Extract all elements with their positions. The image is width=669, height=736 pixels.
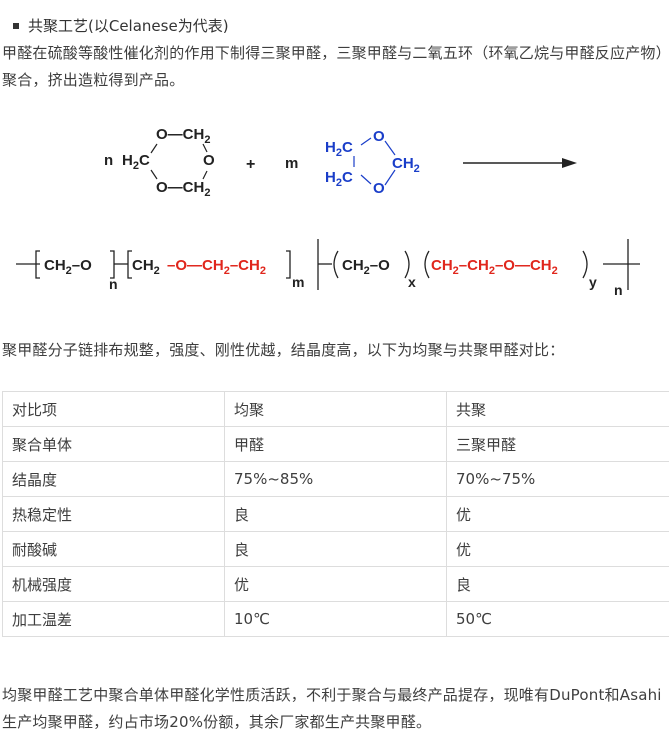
table-header-cell: 均聚 (225, 392, 447, 427)
dioxolane-bonds (354, 138, 395, 185)
table-cell: 热稳定性 (3, 497, 225, 532)
reaction-formula-figure: n O—CH2 H2C O O—CH2 + m O H2C CH2 H2C (0, 105, 669, 305)
product-group-1: CH2–O (44, 257, 92, 277)
dioxolane-top-group: H2C (325, 139, 353, 159)
product-subscript-n: n (109, 276, 118, 292)
trioxane-coefficient: n (104, 152, 113, 169)
table-cell: 机械强度 (3, 567, 225, 602)
product-subscript-y: y (589, 274, 597, 290)
table-cell: 良 (225, 497, 447, 532)
table-row: 热稳定性 良 优 (3, 497, 669, 532)
table-cell: 加工温差 (3, 602, 225, 637)
table-cell: 聚合单体 (3, 427, 225, 462)
product-subscript-x: x (408, 274, 416, 290)
product-group-3: CH2–O (342, 257, 390, 277)
reaction-arrow-icon (463, 158, 577, 168)
reaction-formula-svg: n O—CH2 H2C O O—CH2 + m O H2C CH2 H2C (0, 105, 669, 305)
dioxolane-structure: O H2C CH2 H2C O (325, 128, 420, 197)
trioxane-right-oxygen: O (203, 152, 215, 169)
dioxolane-top-oxygen: O (373, 128, 385, 145)
section-heading: 共聚工艺(以Celanese为代表) (13, 13, 229, 37)
table-header-cell: 共聚 (447, 392, 669, 427)
comparison-intro-paragraph: 聚甲醛分子链排布规整，强度、刚性优越，结晶度高，以下为均聚与共聚甲醛对比： (2, 337, 666, 364)
table-row: 加工温差 10℃ 50℃ (3, 602, 669, 637)
table-cell: 优 (447, 532, 669, 567)
dioxolane-bottom-group: H2C (325, 169, 353, 189)
trioxane-structure: n O—CH2 H2C O O—CH2 (104, 126, 215, 199)
product-group-2-ch: CH2 (132, 257, 160, 277)
conclusion-paragraph: 均聚甲醛工艺中聚合单体甲醛化学性质活跃，不利于聚合与最终产品提存，现唯有DuPo… (2, 682, 666, 736)
table-row: 机械强度 优 良 (3, 567, 669, 602)
plus-sign: + (246, 156, 255, 173)
table-header-cell: 对比项 (3, 392, 225, 427)
trioxane-left-group: H2C (122, 152, 150, 172)
trioxane-bonds (151, 144, 207, 179)
table-cell: 三聚甲醛 (447, 427, 669, 462)
table-cell: 优 (225, 567, 447, 602)
trioxane-top-group: O—CH2 (156, 126, 210, 146)
table-cell: 良 (225, 532, 447, 567)
dioxolane-coefficient: m (285, 155, 298, 172)
dioxolane-bottom-oxygen: O (373, 180, 385, 197)
table-cell: 75%~85% (225, 462, 447, 497)
table-cell: 结晶度 (3, 462, 225, 497)
table-cell: 10℃ (225, 602, 447, 637)
table-row: 聚合单体 甲醛 三聚甲醛 (3, 427, 669, 462)
table-cell: 70%~75% (447, 462, 669, 497)
comparison-table-body: 对比项 均聚 共聚 聚合单体 甲醛 三聚甲醛 结晶度 75%~85% 70%~7… (3, 392, 669, 637)
table-header-row: 对比项 均聚 共聚 (3, 392, 669, 427)
dioxolane-right-group: CH2 (392, 155, 420, 175)
bullet-square-icon (13, 23, 19, 29)
table-row: 耐酸碱 良 优 (3, 532, 669, 567)
section-heading-text: 共聚工艺(以Celanese为代表) (28, 15, 229, 36)
comparison-table: 对比项 均聚 共聚 聚合单体 甲醛 三聚甲醛 结晶度 75%~85% 70%~7… (2, 391, 669, 637)
table-row: 结晶度 75%~85% 70%~75% (3, 462, 669, 497)
product-subscript-m: m (292, 274, 304, 290)
table-cell: 良 (447, 567, 669, 602)
table-cell: 优 (447, 497, 669, 532)
trioxane-bottom-group: O—CH2 (156, 179, 210, 199)
table-cell: 甲醛 (225, 427, 447, 462)
product-group-4: CH2–CH2–O—CH2 (431, 257, 558, 277)
product-group-2-rest: –O—CH2–CH2 (167, 257, 266, 277)
table-cell: 50℃ (447, 602, 669, 637)
table-cell: 耐酸碱 (3, 532, 225, 567)
product-subscript-outer-n: n (614, 282, 623, 298)
intro-paragraph: 甲醛在硫酸等酸性催化剂的作用下制得三聚甲醛，三聚甲醛与二氧五环（环氧乙烷与甲醛反… (2, 40, 666, 94)
